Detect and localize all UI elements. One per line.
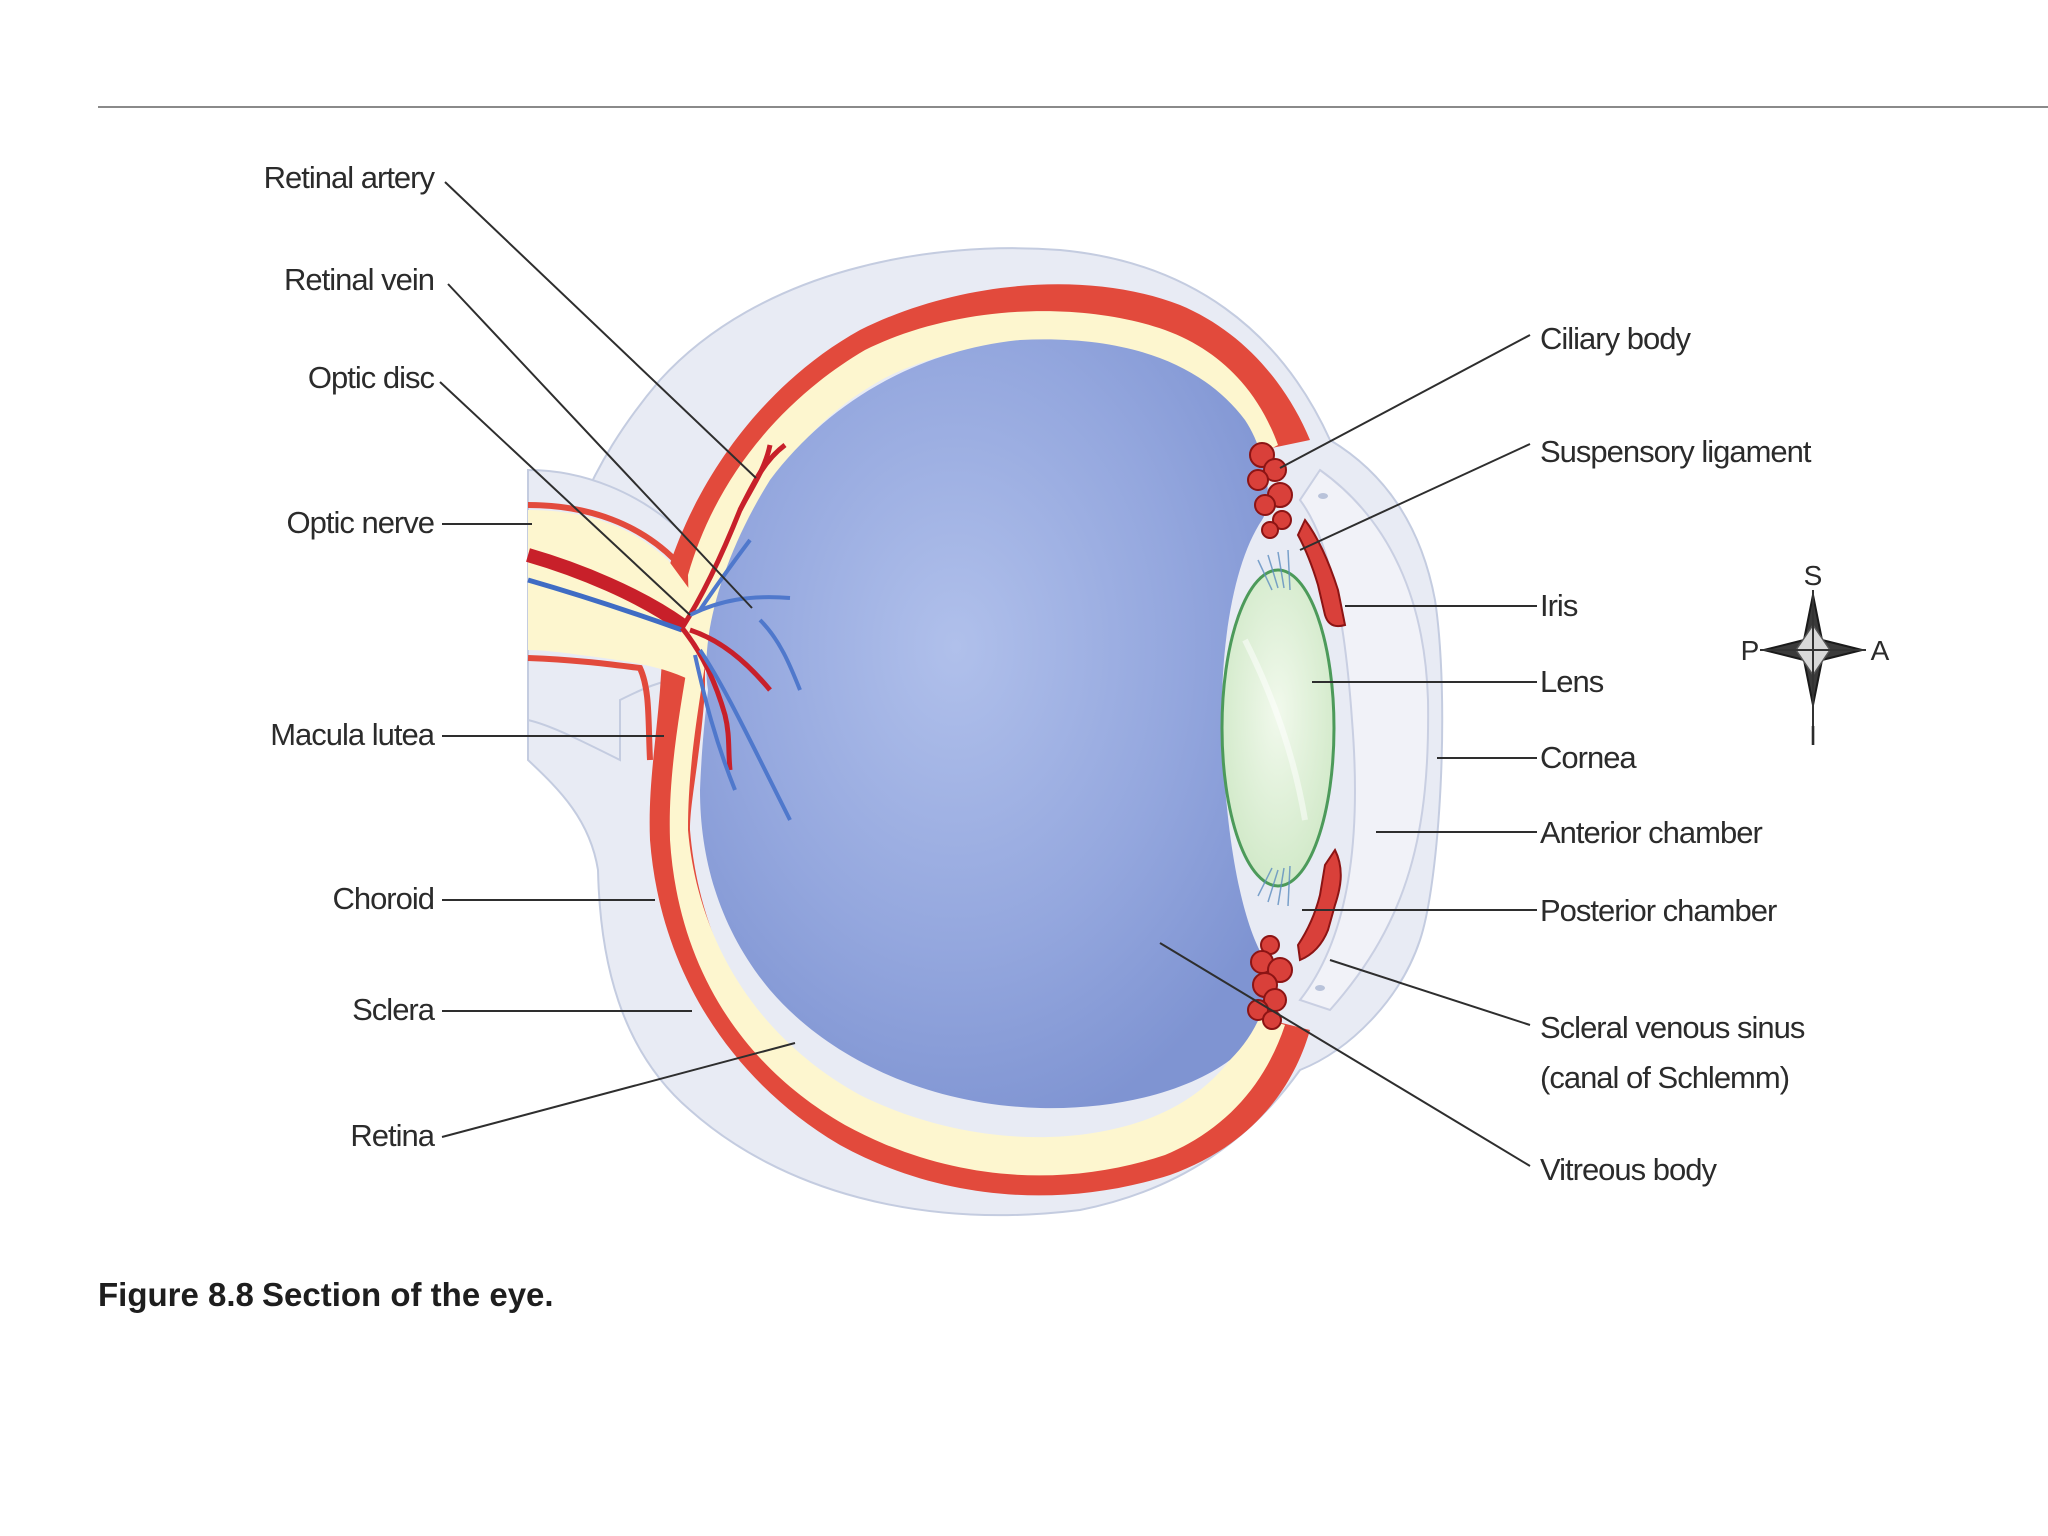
scleral-venous-sinus-upper xyxy=(1318,493,1328,499)
retinal-vein-branches xyxy=(689,538,802,821)
iris-lower xyxy=(1296,848,1342,962)
eye-illustration xyxy=(526,247,1444,1217)
label-retina: Retina xyxy=(350,1118,435,1153)
lens-highlight xyxy=(1242,638,1308,821)
leader-lines xyxy=(439,181,1537,1167)
leader-suspensory-ligament xyxy=(1299,443,1531,551)
orientation-compass: S P A I xyxy=(1741,560,1890,751)
retinal-artery-branches xyxy=(679,443,787,771)
label-retinal-vein: Retinal vein xyxy=(284,262,434,297)
leader-vitreous-body xyxy=(1159,942,1531,1167)
compass-posterior: P xyxy=(1741,635,1760,666)
label-optic-disc: Optic disc xyxy=(308,360,435,395)
label-canal-of-schlemm: (canal of Schlemm) xyxy=(1540,1060,1789,1095)
optic-nerve-sheath-stripe-top xyxy=(527,502,678,563)
ciliary-body-lower xyxy=(1247,935,1293,1030)
label-vitreous-body: Vitreous body xyxy=(1540,1152,1717,1187)
caption-figure-number: Figure 8.8 xyxy=(98,1276,254,1313)
optic-nerve xyxy=(528,510,698,680)
compass-anterior: A xyxy=(1871,635,1890,666)
label-retinal-artery: Retinal artery xyxy=(264,160,436,195)
label-posterior-chamber: Posterior chamber xyxy=(1540,893,1777,928)
label-sclera: Sclera xyxy=(352,992,436,1027)
optic-nerve-sheath-stripe-bottom xyxy=(527,655,653,761)
ciliary-body-upper xyxy=(1247,442,1293,539)
scleral-venous-sinus-lower xyxy=(1315,985,1325,991)
left-labels: Retinal artery Retinal vein Optic disc O… xyxy=(264,160,437,1153)
retinal-artery-trunk xyxy=(526,548,687,631)
compass-superior: S xyxy=(1804,560,1823,591)
label-ciliary-body: Ciliary body xyxy=(1540,321,1691,356)
leader-scleral-venous-sinus xyxy=(1329,959,1531,1026)
lens-shape xyxy=(1220,568,1336,888)
label-suspensory-ligament: Suspensory ligament xyxy=(1540,434,1812,469)
vitreous-body-shape xyxy=(700,339,1269,1109)
compass-inferior: I xyxy=(1809,720,1817,751)
label-optic-nerve: Optic nerve xyxy=(286,505,434,540)
right-labels: Ciliary body Suspensory ligament Iris Le… xyxy=(1540,321,1813,1187)
label-cornea: Cornea xyxy=(1540,740,1637,775)
label-choroid: Choroid xyxy=(332,881,434,916)
label-iris: Iris xyxy=(1540,588,1578,623)
retinal-vein-trunk xyxy=(527,577,683,633)
leader-retinal-artery xyxy=(444,181,757,479)
caption-text: Section of the eye. xyxy=(262,1276,554,1313)
leader-ciliary-body xyxy=(1279,334,1531,469)
label-macula-lutea: Macula lutea xyxy=(270,717,436,752)
label-scleral-venous-sinus: Scleral venous sinus xyxy=(1540,1010,1805,1045)
figure-caption: Figure 8.8 Section of the eye. xyxy=(98,1276,554,1313)
label-lens: Lens xyxy=(1540,664,1604,699)
choroid-layer xyxy=(649,284,1310,1196)
leader-retina xyxy=(441,1042,796,1138)
suspensory-ligament-fibres xyxy=(1257,549,1291,907)
label-anterior-chamber: Anterior chamber xyxy=(1540,815,1762,850)
leader-optic-disc xyxy=(439,381,691,616)
leader-retinal-vein xyxy=(447,283,753,609)
